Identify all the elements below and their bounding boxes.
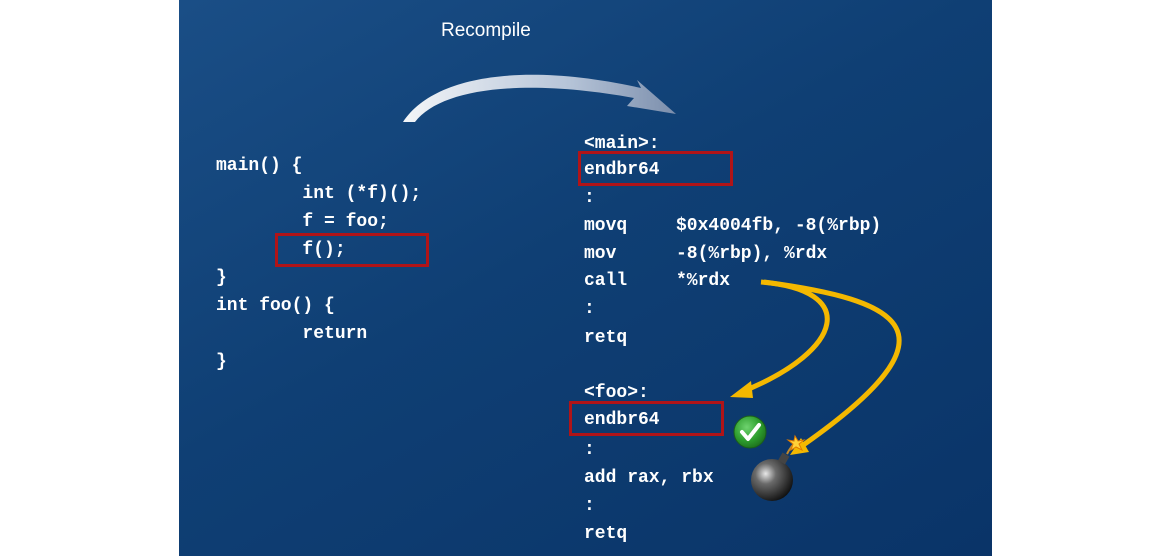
- main-asm-op-5: call: [584, 271, 628, 291]
- main-label: <main>:: [584, 134, 660, 154]
- main-asm-op-2: :: [584, 188, 595, 208]
- foo-asm-op-2: :: [584, 440, 595, 460]
- control-flow-arrows: [730, 279, 902, 501]
- source-line-4: f();: [216, 240, 346, 260]
- slide: Recompile main() { int (*f)(); f = foo; …: [179, 0, 992, 556]
- foo-asm-op-4: :: [584, 496, 595, 516]
- foo-label: <foo>:: [584, 383, 649, 403]
- foo-endbr64-highlight: [569, 401, 724, 436]
- main-asm-op-7: retq: [584, 328, 628, 348]
- source-line-8: }: [216, 352, 227, 372]
- source-line-2: int (*f)();: [216, 184, 422, 204]
- foo-asm-op-3: add rax, rbx: [584, 468, 714, 488]
- foo-asm-op-1: endbr64: [584, 410, 660, 430]
- source-line-3: f = foo;: [216, 212, 389, 232]
- slide-title: Recompile: [441, 20, 531, 41]
- source-line-7: return: [216, 324, 368, 344]
- source-line-6: int foo() {: [216, 296, 335, 316]
- call-site-highlight: [275, 233, 429, 267]
- main-asm-args-5: *%rdx: [676, 271, 731, 291]
- main-asm-op-1: endbr64: [584, 160, 660, 180]
- check-icon: [733, 415, 767, 449]
- bomb-icon: [751, 434, 806, 501]
- main-asm-args-3: $0x4004fb, -8(%rbp): [676, 216, 882, 236]
- source-line-5: }: [216, 268, 227, 288]
- source-line-1: main() {: [216, 156, 303, 176]
- valid-target-arrow: [730, 279, 830, 398]
- main-asm-op-3: movq: [584, 216, 628, 236]
- main-asm-args-4: -8(%rbp), %rdx: [676, 244, 828, 264]
- main-asm-op-6: :: [584, 299, 595, 319]
- main-asm-op-4: mov: [584, 244, 617, 264]
- foo-asm-op-5: retq: [584, 524, 628, 544]
- main-endbr64-highlight: [578, 151, 733, 186]
- recompile-arrow-icon: [403, 74, 676, 122]
